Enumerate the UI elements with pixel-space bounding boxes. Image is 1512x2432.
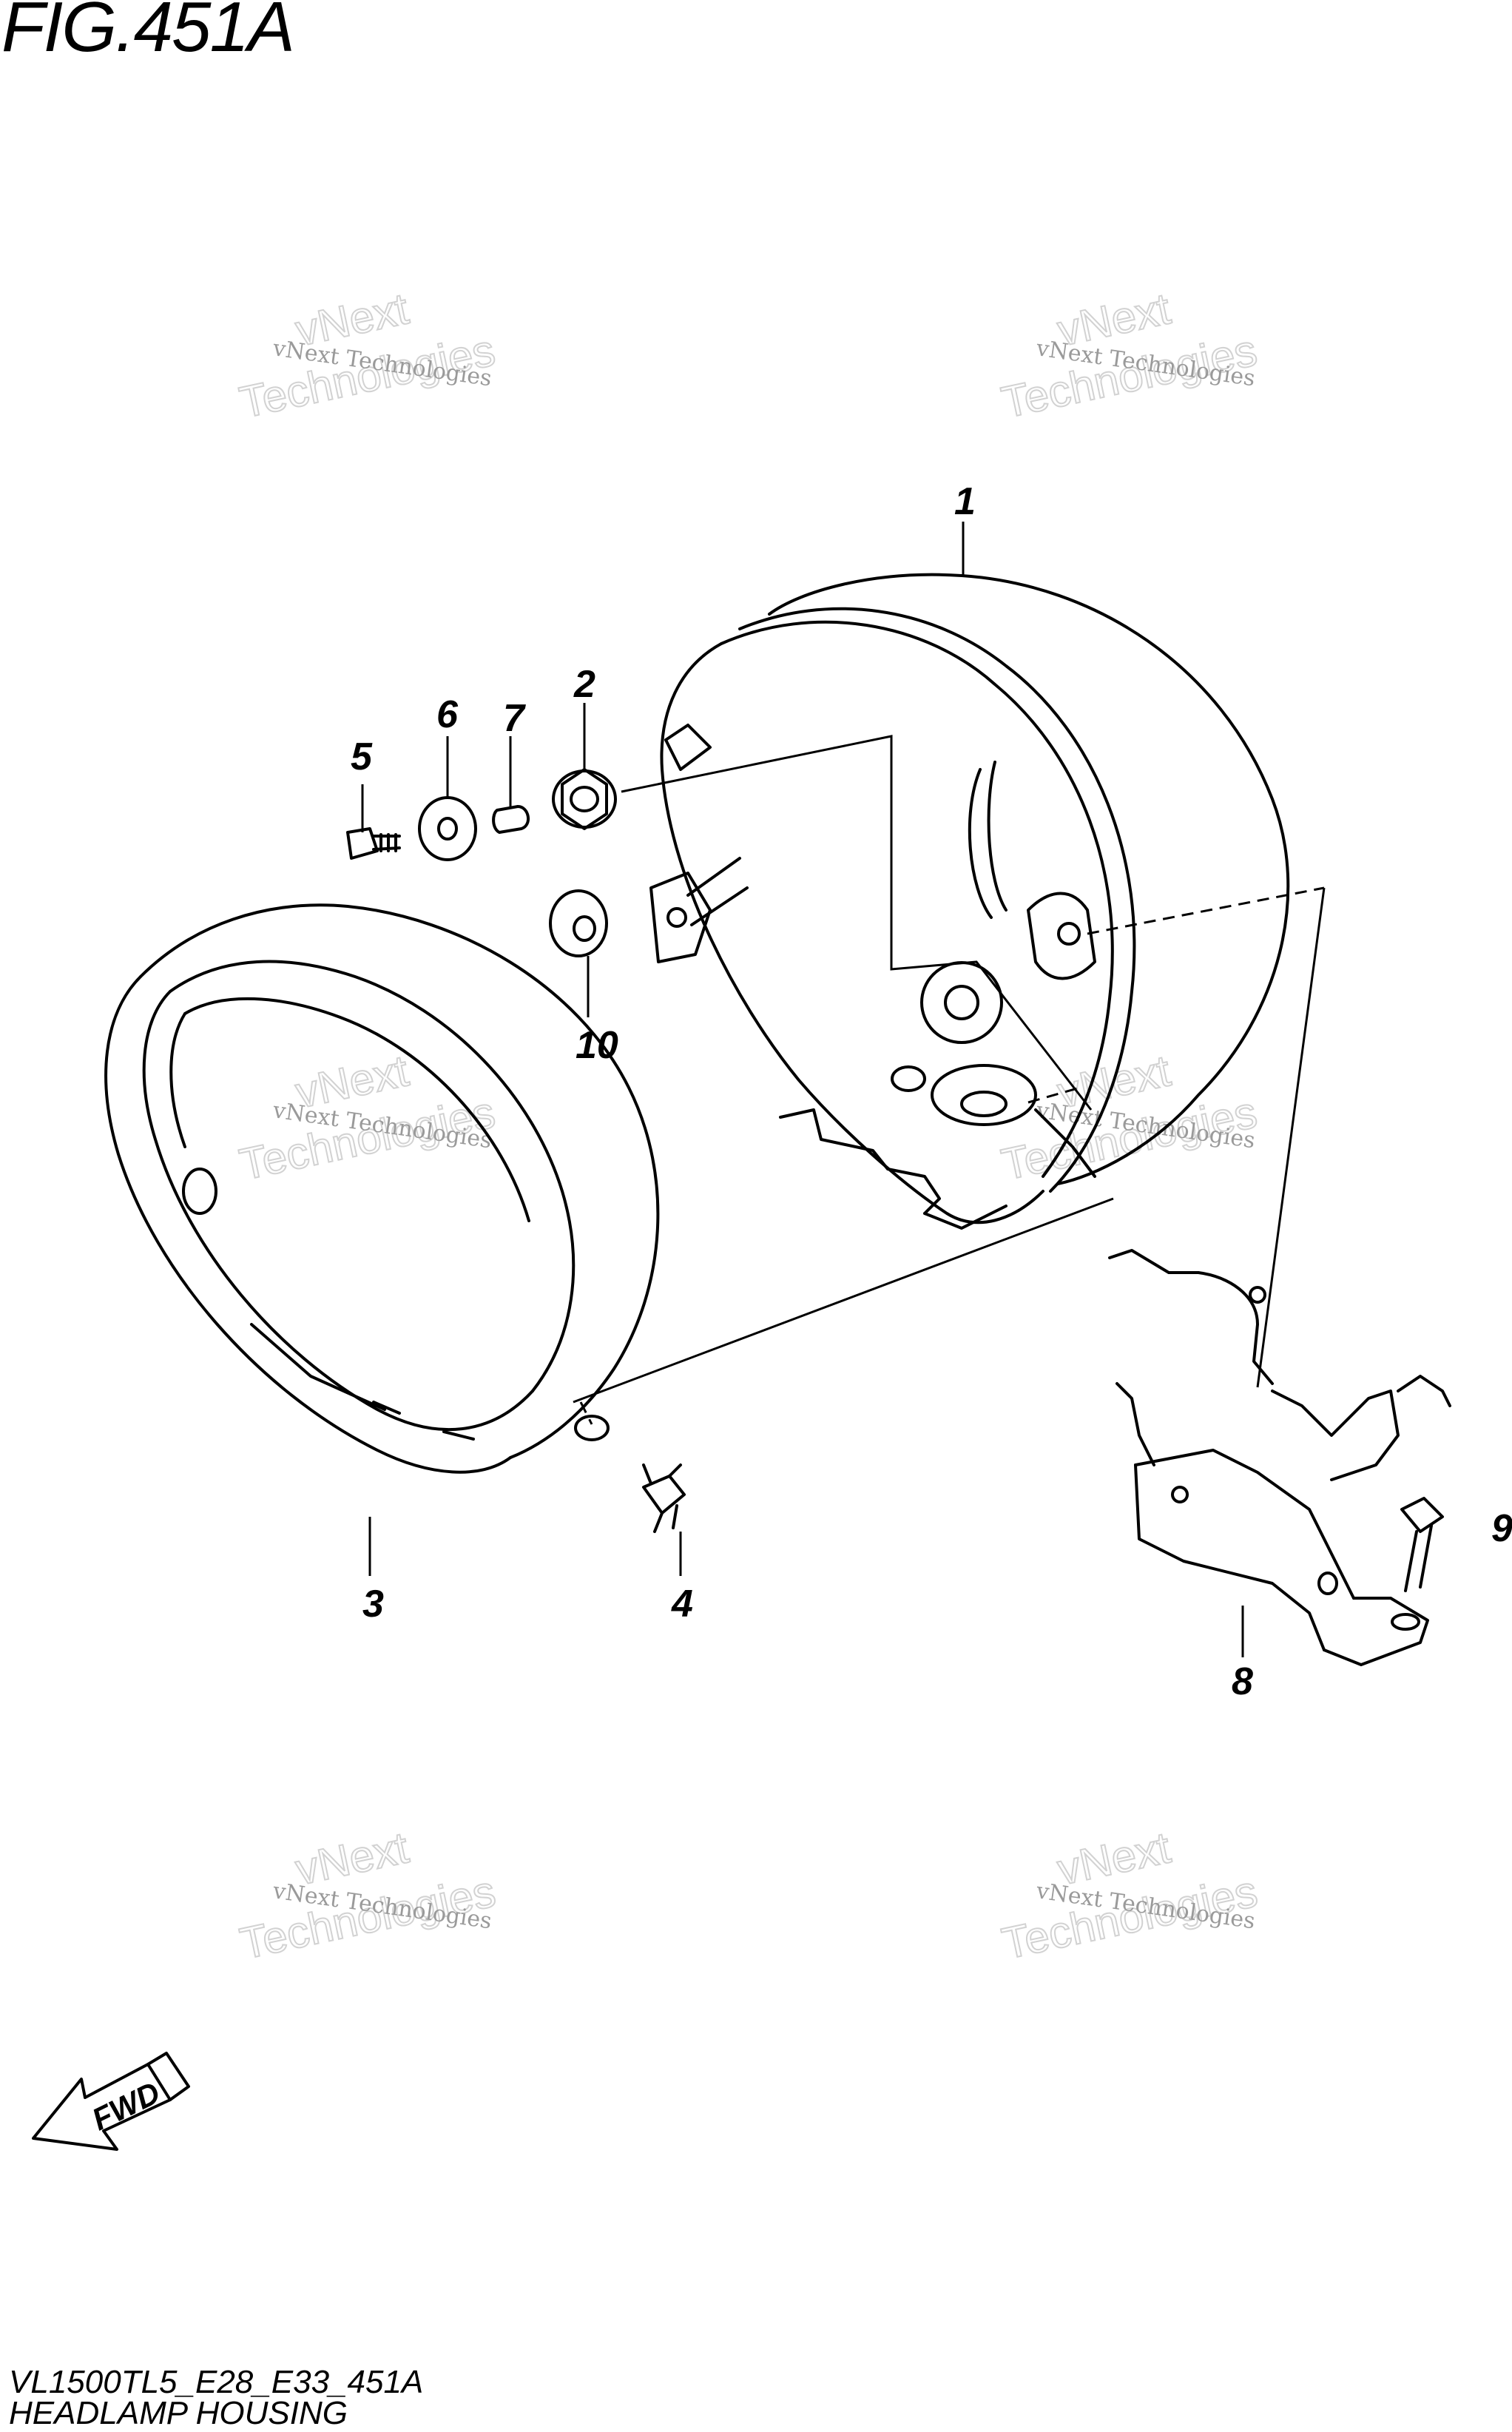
leader-lines	[361, 522, 1326, 1657]
figure-title: FIG.451A	[1, 0, 295, 67]
watermark-mid-left: Technologies vNext vNext Technologies	[234, 1045, 500, 1190]
callout-5: 5	[351, 735, 373, 778]
callout-4: 4	[671, 1583, 693, 1626]
callout-3: 3	[362, 1583, 384, 1626]
part-6-washer	[418, 796, 477, 861]
fwd-arrow-icon: FWD	[32, 2052, 190, 2151]
watermark-bottom-left: Technologies vNext vNext Technologies	[235, 1822, 501, 1970]
callout-2: 2	[573, 663, 595, 706]
callout-1: 1	[954, 480, 976, 523]
callout-10: 10	[576, 1024, 618, 1067]
diagram-caption: HEADLAMP HOUSING	[9, 2395, 348, 2431]
part-2-nut	[552, 768, 617, 830]
watermark-top-right: Technologies vNext vNext Technologies	[996, 283, 1262, 428]
watermark-bottom-right: Technologies vNext vNext Technologies	[997, 1822, 1263, 1970]
callout-8: 8	[1232, 1660, 1253, 1703]
part-5-bolt	[346, 827, 401, 860]
part-3-headlamp-rim	[104, 903, 660, 1474]
callout-9: 9	[1491, 1507, 1512, 1550]
part-1-housing-shell	[649, 573, 1290, 1230]
callout-7: 7	[503, 697, 526, 740]
diagram-code: VL1500TL5_E28_E33_451A	[9, 2364, 424, 2400]
part-4-screw	[642, 1463, 686, 1533]
part-8-bracket	[1108, 1249, 1451, 1666]
watermark-top-left: Technologies vNext vNext Technologies	[234, 283, 500, 428]
part-9-bolt	[1400, 1497, 1444, 1592]
part-7-collar	[492, 805, 530, 834]
part-10-grommet	[549, 889, 608, 957]
callout-6: 6	[436, 693, 459, 736]
